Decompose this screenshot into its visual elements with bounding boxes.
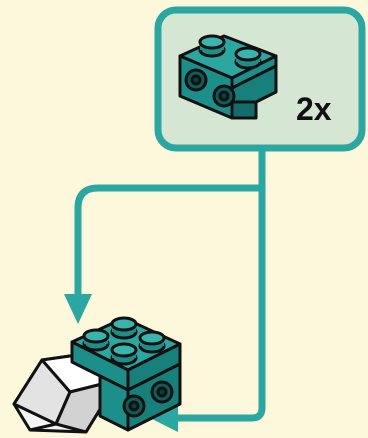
bracket-brick-icon bbox=[178, 34, 278, 120]
arrow-head-down bbox=[64, 294, 92, 324]
quantity-label: 2x bbox=[296, 91, 332, 127]
arrow-head-left bbox=[150, 404, 178, 432]
arrow-right-branch bbox=[172, 184, 266, 422]
assembly-arrows bbox=[74, 147, 266, 422]
teal-brick-assembly bbox=[70, 316, 182, 432]
arrow-left-branch bbox=[74, 184, 266, 300]
assembled-model bbox=[12, 316, 182, 434]
